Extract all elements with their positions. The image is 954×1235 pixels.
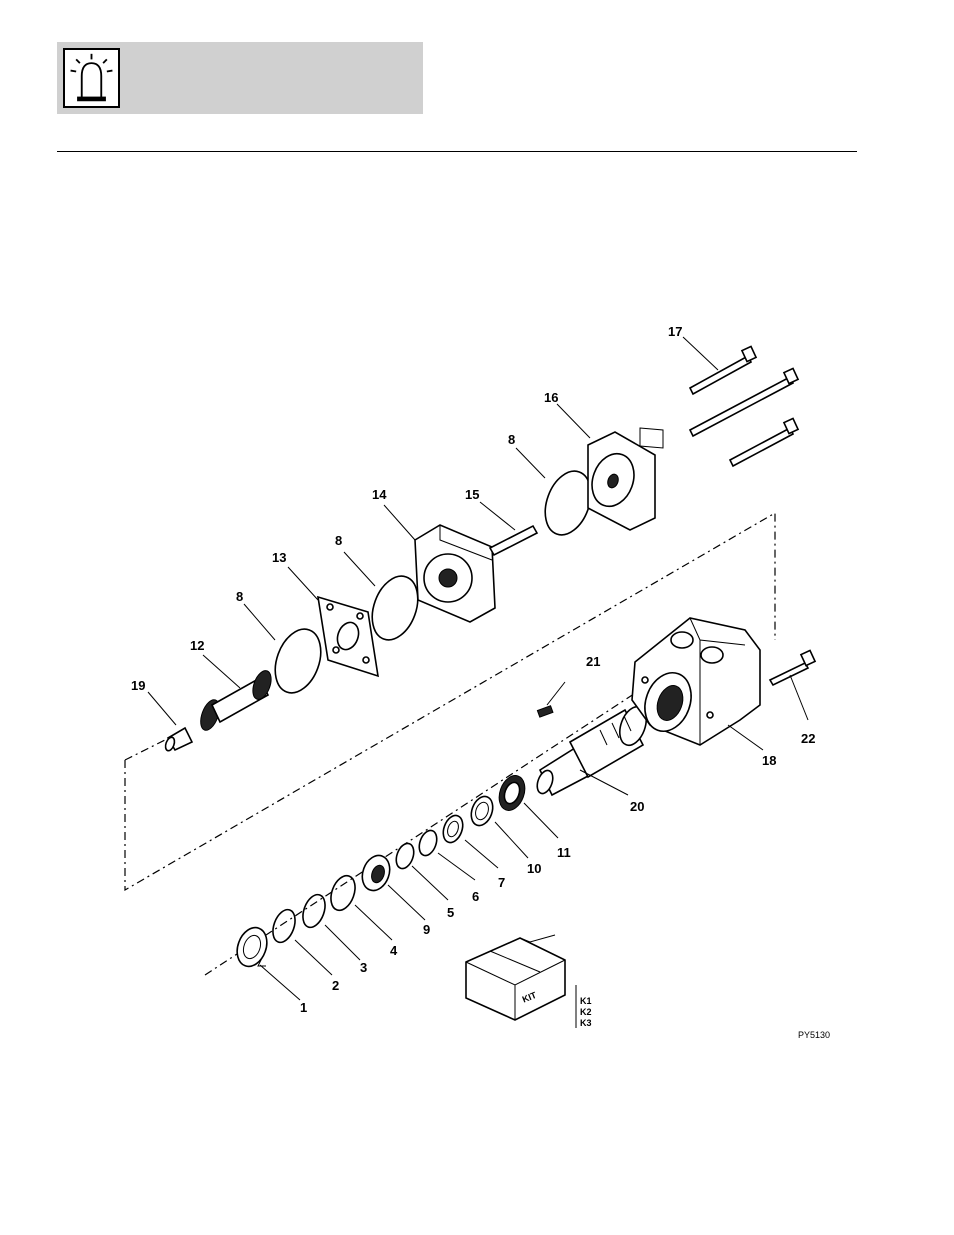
part-spool bbox=[534, 703, 651, 796]
kit-item-k3: K3 bbox=[580, 1018, 592, 1028]
part-ring bbox=[416, 828, 440, 858]
part-seal bbox=[232, 923, 272, 970]
callout-16: 16 bbox=[544, 390, 558, 405]
part-thrust-bearing bbox=[495, 772, 530, 814]
callout-10: 10 bbox=[527, 861, 541, 876]
callout-9: 9 bbox=[423, 922, 430, 937]
callout-12: 12 bbox=[190, 638, 204, 653]
callout-13: 13 bbox=[272, 550, 286, 565]
callout-14: 14 bbox=[372, 487, 387, 502]
callout-8: 8 bbox=[508, 432, 515, 447]
part-washer bbox=[440, 813, 466, 845]
callout-5: 5 bbox=[447, 905, 454, 920]
part-bolts bbox=[640, 346, 798, 466]
kit-item-k2: K2 bbox=[580, 1007, 592, 1017]
part-ring bbox=[269, 907, 299, 946]
callout-8: 8 bbox=[236, 589, 243, 604]
callout-4: 4 bbox=[390, 943, 398, 958]
part-ring bbox=[299, 892, 329, 931]
part-plate bbox=[318, 597, 378, 676]
kit-item-k1: K1 bbox=[580, 996, 592, 1006]
callout-11: 11 bbox=[557, 845, 571, 860]
callout-2: 2 bbox=[332, 978, 339, 993]
part-ring bbox=[393, 841, 417, 871]
part-washer bbox=[467, 793, 496, 828]
part-housing bbox=[632, 618, 760, 745]
part-pin bbox=[490, 526, 537, 555]
callout-19: 19 bbox=[131, 678, 145, 693]
callout-22: 22 bbox=[801, 731, 815, 746]
callout-8: 8 bbox=[335, 533, 342, 548]
part-gerotor bbox=[415, 525, 495, 622]
part-drive-shaft bbox=[197, 668, 275, 733]
callout-15: 15 bbox=[465, 487, 479, 502]
part-bearing bbox=[358, 852, 395, 895]
callout-7: 7 bbox=[498, 875, 505, 890]
callout-17: 17 bbox=[668, 324, 682, 339]
part-coupling bbox=[164, 728, 192, 752]
callout-1: 1 bbox=[300, 1000, 307, 1015]
part-bolt bbox=[770, 650, 815, 685]
callout-3: 3 bbox=[360, 960, 367, 975]
part-pin bbox=[537, 706, 553, 717]
figure-id: PY5130 bbox=[798, 1030, 830, 1040]
part-ring bbox=[267, 623, 329, 699]
callout-6: 6 bbox=[472, 889, 479, 904]
callout-20: 20 bbox=[630, 799, 644, 814]
part-ring bbox=[327, 872, 360, 913]
callout-21: 21 bbox=[586, 654, 600, 669]
callout-18: 18 bbox=[762, 753, 776, 768]
kit-box: KIT bbox=[466, 935, 565, 1020]
